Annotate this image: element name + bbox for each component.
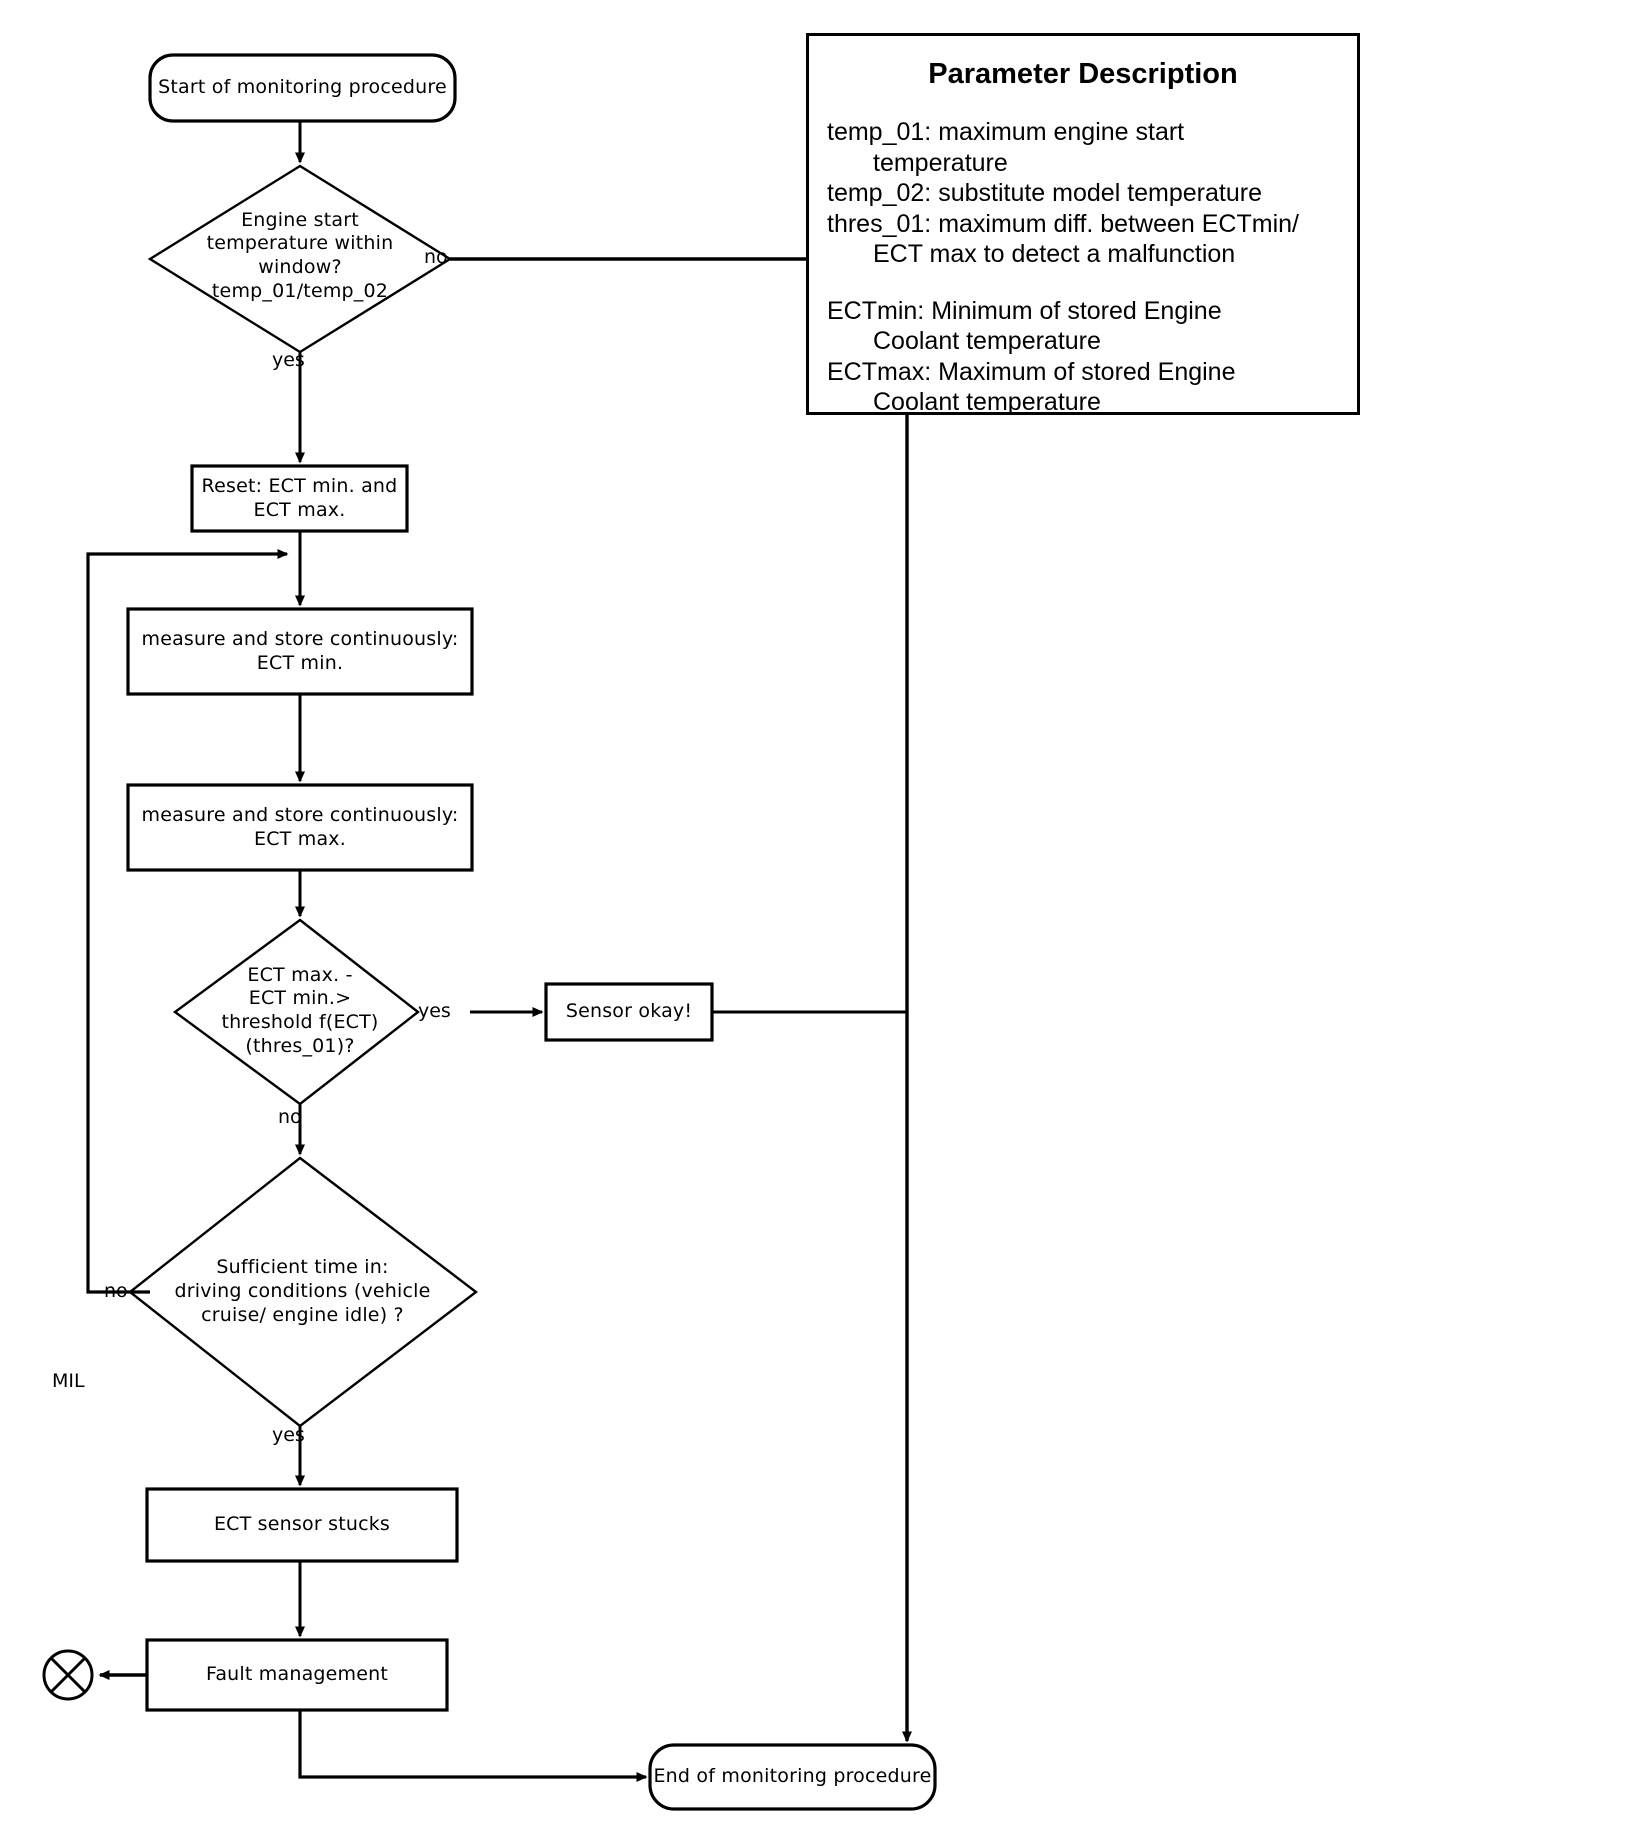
edge-label-engine-start-no: no — [424, 246, 448, 268]
node-shape-end — [648, 1743, 937, 1811]
param-entry-thres-01: thres_01: maximum diff. between ECTmin/ … — [827, 209, 1341, 270]
edge-label-time-no: no — [104, 1280, 128, 1302]
param-cont-thres-01: ECT max to detect a malfunction — [873, 240, 1236, 268]
node-shape-fault-management — [145, 1638, 449, 1712]
param-cont-ectmin: Coolant temperature — [873, 327, 1101, 355]
param-spacer — [827, 270, 1341, 296]
parameter-description-list: temp_01: maximum engine start temperatur… — [809, 117, 1357, 418]
param-text-temp-02: substitute model temperature — [938, 179, 1262, 207]
parameter-description-panel: Parameter Description temp_01: maximum e… — [806, 33, 1360, 418]
mil-indicator-label: MIL — [52, 1370, 85, 1392]
param-cont-temp-01: temperature — [873, 148, 1008, 177]
edge-label-threshold-yes: yes — [418, 1000, 451, 1022]
param-entry-ectmax: ECTmax: Maximum of stored Engine Coolant… — [827, 357, 1341, 418]
node-shape-sensor-okay — [544, 982, 714, 1042]
param-name-ectmax: ECTmax: — [827, 357, 932, 386]
param-text-ectmax: Maximum of stored Engine — [938, 357, 1236, 386]
edge-engine-no-to-end — [450, 257, 912, 1743]
mil-lamp-circle — [42, 1649, 94, 1701]
parameter-description-title: Parameter Description — [928, 58, 1238, 90]
node-shape-decision-threshold-real — [172, 918, 420, 1106]
node-shape-decision-time-real — [128, 1156, 478, 1428]
param-text-thres-01: maximum diff. between ECTmin/ — [938, 209, 1299, 238]
param-name-ectmin: ECTmin: — [827, 296, 925, 325]
param-text-ectmin: Minimum of stored Engine — [931, 296, 1222, 325]
edge-label-time-yes: yes — [272, 1424, 305, 1446]
param-entry-temp-01: temp_01: maximum engine start temperatur… — [827, 117, 1341, 178]
edge-fault-to-end — [298, 1710, 648, 1782]
edge-time-no-loop-back — [86, 549, 289, 1294]
param-name-temp-01: temp_01: — [827, 118, 932, 146]
mil-lamp-x-stroke-2 — [49, 1656, 87, 1694]
node-shape-measure-min — [126, 607, 474, 696]
param-name-temp-02: temp_02: — [827, 179, 932, 207]
edge-label-threshold-no: no — [278, 1106, 302, 1128]
param-text-temp-01: maximum engine start — [938, 118, 1185, 146]
node-shape-reset — [190, 464, 409, 533]
node-shape-start — [148, 53, 457, 123]
param-entry-temp-02: temp_02: substitute model temperature — [827, 178, 1341, 209]
node-shape-measure-max — [126, 783, 474, 872]
param-entry-ectmin: ECTmin: Minimum of stored Engine Coolant… — [827, 296, 1341, 357]
param-cont-ectmax: Coolant temperature — [873, 388, 1101, 416]
param-name-thres-01: thres_01: — [827, 209, 932, 238]
edge-label-engine-start-yes: yes — [272, 349, 305, 371]
node-shape-decision-engine-start — [147, 164, 453, 354]
node-shape-sensor-stucks — [145, 1487, 459, 1563]
